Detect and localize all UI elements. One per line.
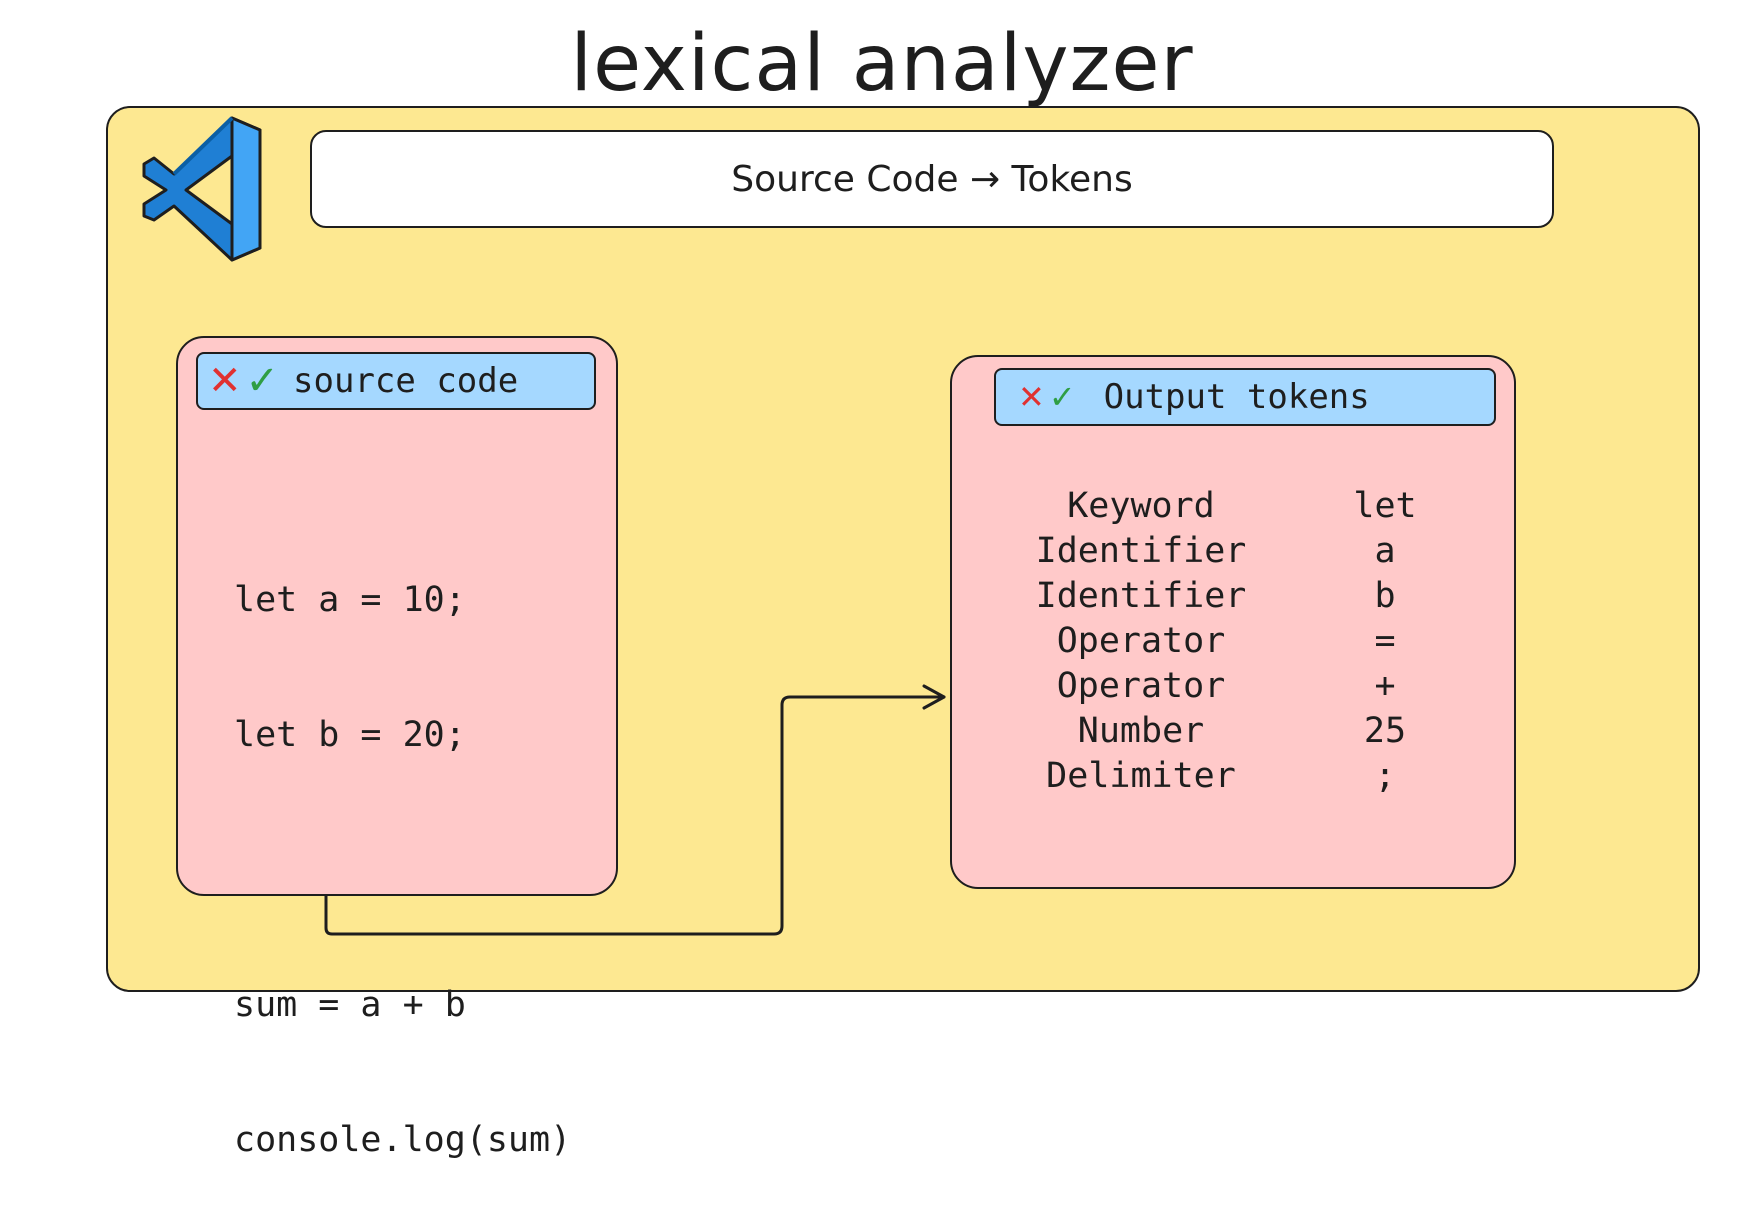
token-value: + xyxy=(1374,666,1396,706)
token-type: Keyword xyxy=(1067,486,1215,526)
checkmark-icon: ✓ xyxy=(1048,378,1076,416)
source-code-title: source code xyxy=(293,361,519,401)
token-value: a xyxy=(1374,531,1396,571)
output-tokens-card xyxy=(950,355,1516,889)
token-type: Operator xyxy=(1056,621,1226,661)
token-value: ; xyxy=(1374,756,1396,796)
code-line: let a = 10; xyxy=(234,580,466,620)
output-tokens-title: Output tokens xyxy=(1103,377,1370,417)
source-code-card-header: ✕ ✓ source code xyxy=(196,352,596,410)
token-type: Number xyxy=(1077,711,1205,751)
checkmark-icon: ✓ xyxy=(245,358,280,404)
connector-arrow xyxy=(324,684,946,936)
token-value: b xyxy=(1374,576,1396,616)
header-bar: Source Code → Tokens xyxy=(310,130,1554,228)
token-value: let xyxy=(1353,486,1417,526)
vscode-logo-icon xyxy=(142,116,262,262)
token-value: = xyxy=(1374,621,1396,661)
close-x-icon: ✕ xyxy=(1018,378,1045,416)
token-type: Identifier xyxy=(1035,531,1247,571)
close-x-icon: ✕ xyxy=(208,358,242,404)
diagram-title: lexical analyzer xyxy=(570,19,1194,109)
token-value: 25 xyxy=(1363,711,1407,751)
code-line: console.log(sum) xyxy=(234,1120,572,1160)
token-type: Delimiter xyxy=(1046,756,1236,796)
output-tokens-card-header: ✕ ✓ Output tokens xyxy=(994,368,1496,426)
header-label: Source Code → Tokens xyxy=(731,158,1133,200)
code-line: let b = 20; xyxy=(234,715,466,755)
token-type: Identifier xyxy=(1035,576,1247,616)
source-code-card xyxy=(176,336,618,896)
token-type: Operator xyxy=(1056,666,1226,706)
